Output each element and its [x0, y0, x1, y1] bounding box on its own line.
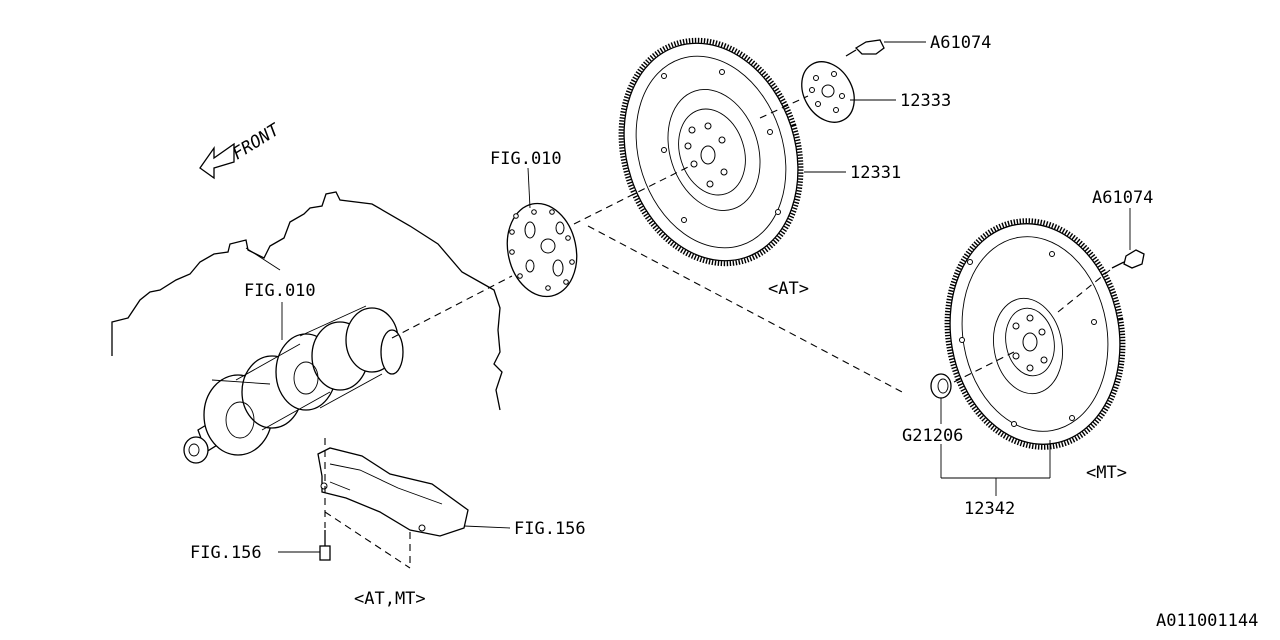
leader-lines	[245, 41, 1131, 553]
callout-bolt-at: A61074	[930, 33, 991, 53]
bolt-mt	[1111, 249, 1145, 269]
callout-flywheel-mt-assy: 12342	[964, 499, 1015, 519]
callout-plate-12333: 12333	[900, 91, 951, 111]
cover-bolt	[319, 530, 331, 561]
callout-flywheel-at: 12331	[850, 163, 901, 183]
assembly-dashed-lines	[324, 95, 1111, 569]
callout-cover-bolt: FIG.156	[190, 543, 262, 563]
front-label: FRONT	[229, 119, 284, 164]
callout-drive-plate: FIG.010	[490, 149, 562, 169]
callout-bearing: G21206	[902, 426, 963, 446]
diagram-code: A011001144	[1156, 611, 1258, 631]
callout-bolt-mt: A61074	[1092, 188, 1153, 208]
callout-engine-block: FIG.010	[244, 281, 316, 301]
variant-label-at-mt: <AT,MT>	[354, 589, 426, 609]
callout-plate-cover: FIG.156	[514, 519, 586, 539]
bolt-at	[845, 39, 885, 57]
flywheel-mt	[944, 218, 1126, 450]
pilot-bearing	[930, 373, 952, 399]
plate-cover	[317, 447, 469, 537]
variant-label-at: <AT>	[768, 279, 809, 299]
front-arrow-icon	[199, 142, 235, 180]
variant-label-mt: <MT>	[1086, 463, 1127, 483]
engine-block-outline	[111, 191, 503, 411]
plate-12333	[801, 61, 855, 123]
crankshaft	[183, 305, 404, 464]
flywheel-at	[618, 37, 804, 267]
drive-plate	[506, 202, 578, 298]
